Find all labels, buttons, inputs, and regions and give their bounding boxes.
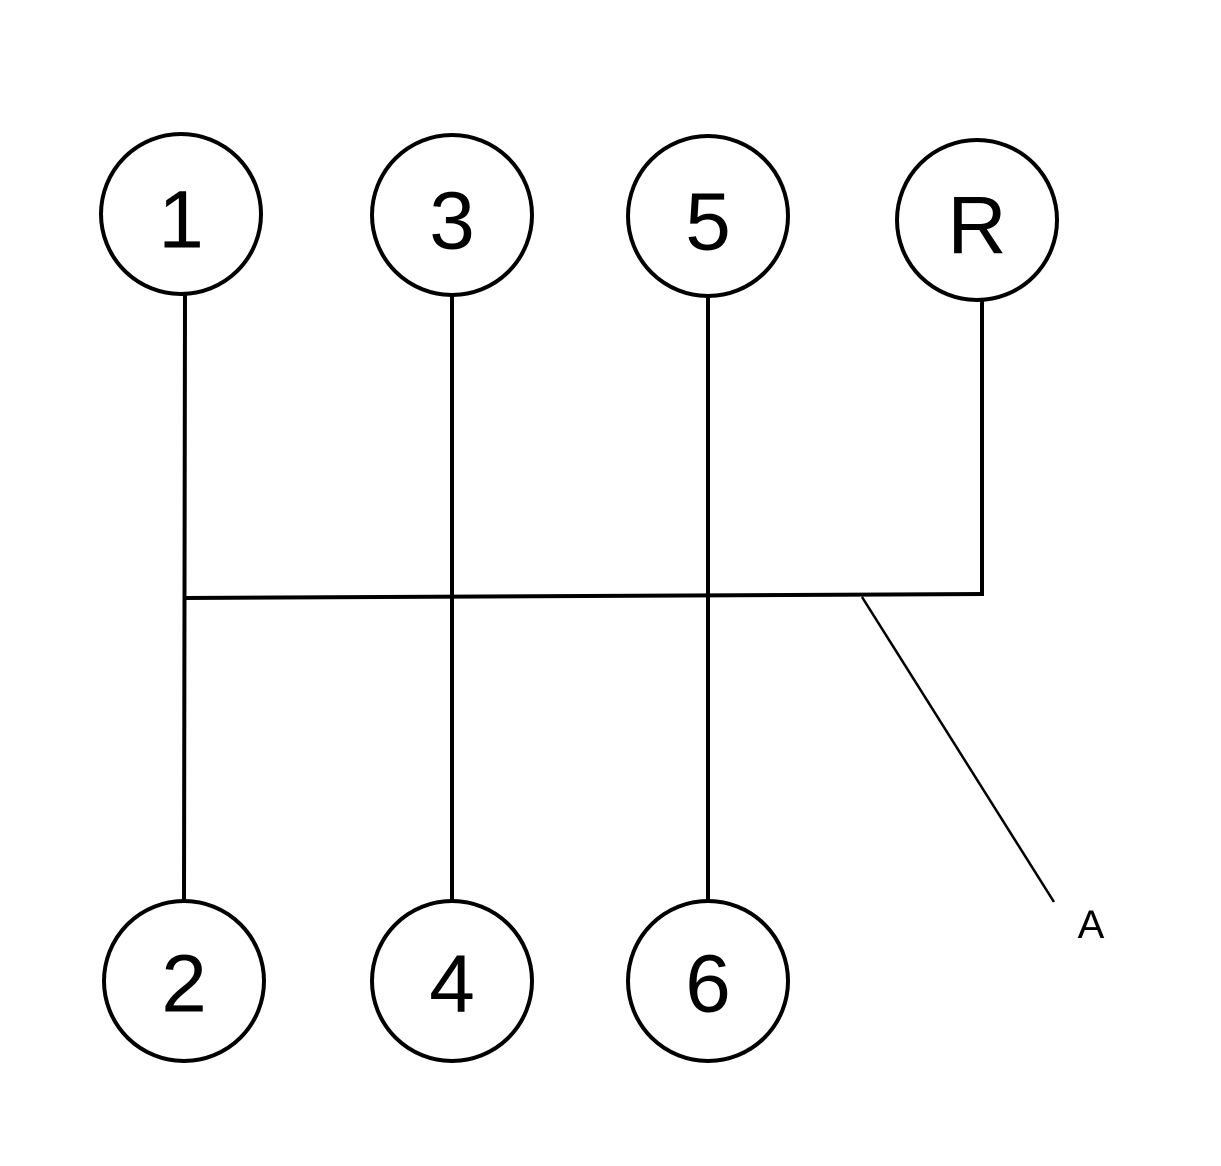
gear-circle <box>370 133 534 297</box>
gear-label: 4 <box>429 939 475 1030</box>
gate-crossbar <box>182 591 985 601</box>
gear-circle <box>895 138 1059 302</box>
gear-circle <box>626 899 790 1063</box>
callout-leader-line <box>860 596 1056 903</box>
gear-position-1: 1 <box>99 132 263 296</box>
gear-label: 1 <box>158 175 204 266</box>
gear-position-5: 5 <box>626 134 790 298</box>
gear-circle <box>99 132 263 296</box>
gear-circle <box>370 899 534 1063</box>
gear-label: R <box>947 181 1006 272</box>
gear-label: 3 <box>429 176 475 267</box>
gear-position-r: R <box>895 138 1059 302</box>
gear-position-4: 4 <box>370 899 534 1063</box>
shift-gate <box>181 292 985 903</box>
gear-label: 2 <box>161 939 207 1030</box>
gear-circle <box>626 134 790 298</box>
gear-position-3: 3 <box>370 133 534 297</box>
gear-label: 5 <box>685 177 731 268</box>
gear-label: 6 <box>685 939 731 1030</box>
gear-circle <box>102 899 266 1063</box>
gear-position-2: 2 <box>102 899 266 1063</box>
callout-label: A <box>1078 903 1105 947</box>
gear-position-6: 6 <box>626 899 790 1063</box>
